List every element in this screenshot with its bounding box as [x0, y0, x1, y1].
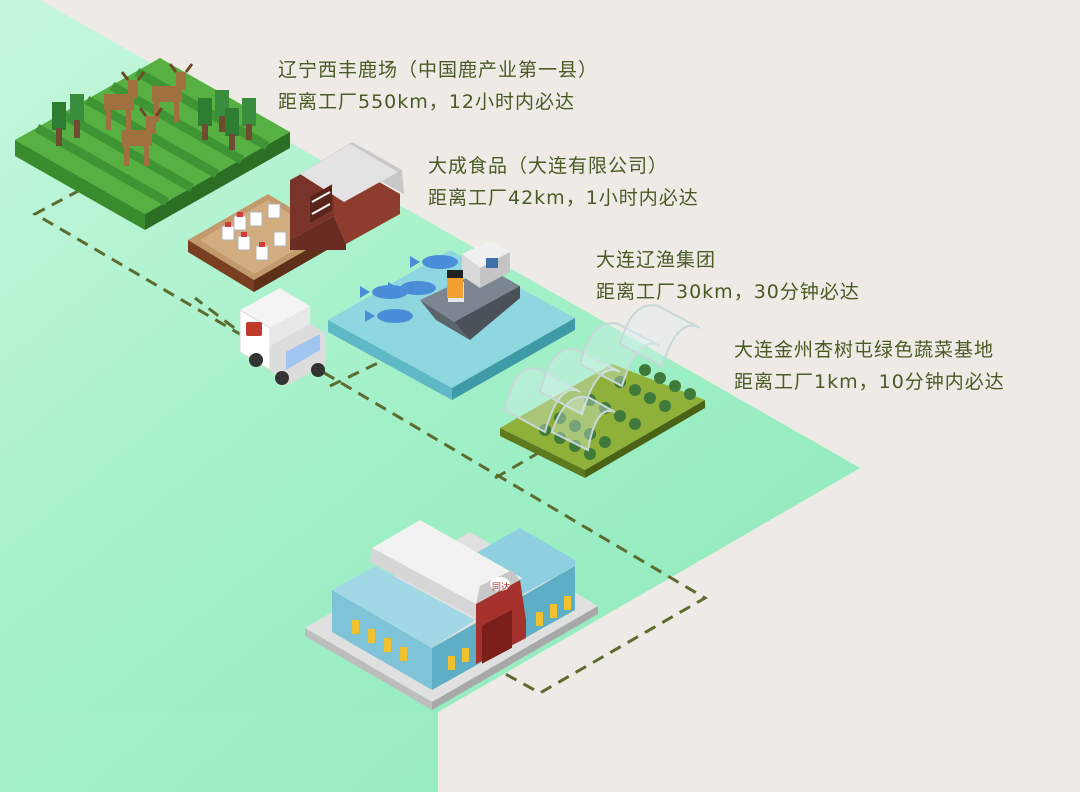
source-label-deer-farm: 辽宁西丰鹿场（中国鹿产业第一县） 距离工厂550km，12小时内必达	[278, 54, 598, 118]
greenhouse	[500, 304, 705, 478]
deer-icon	[104, 63, 194, 166]
deer-farm	[15, 58, 290, 230]
source-distance: 距离工厂30km，30分钟必达	[596, 281, 860, 303]
source-label-poultry: 大成食品（大连有限公司） 距离工厂42km，1小时内必达	[428, 150, 699, 214]
factory	[305, 520, 598, 710]
delivery-truck-icon	[239, 288, 326, 386]
source-name: 大成食品（大连有限公司）	[428, 155, 669, 177]
tree-icon	[52, 90, 256, 150]
factory-brand-mark: 同达	[492, 581, 510, 593]
ship-icon	[420, 240, 520, 340]
source-distance: 距离工厂42km，1小时内必达	[428, 187, 699, 209]
source-distance: 距离工厂550km，12小时内必达	[278, 91, 575, 113]
barn-icon	[290, 142, 404, 250]
source-name: 大连辽渔集团	[596, 249, 717, 271]
poultry-farm	[188, 142, 404, 292]
source-name: 大连金州杏树屯绿色蔬菜基地	[734, 339, 995, 361]
source-distance: 距离工厂1km，10分钟内必达	[734, 371, 1005, 393]
fishery	[328, 240, 575, 400]
source-label-vegetable-base: 大连金州杏树屯绿色蔬菜基地 距离工厂1km，10分钟内必达	[734, 334, 1005, 398]
fish-icon	[360, 255, 458, 323]
source-name: 辽宁西丰鹿场（中国鹿产业第一县）	[278, 59, 599, 81]
source-label-fishery: 大连辽渔集团 距离工厂30km，30分钟必达	[596, 244, 860, 308]
